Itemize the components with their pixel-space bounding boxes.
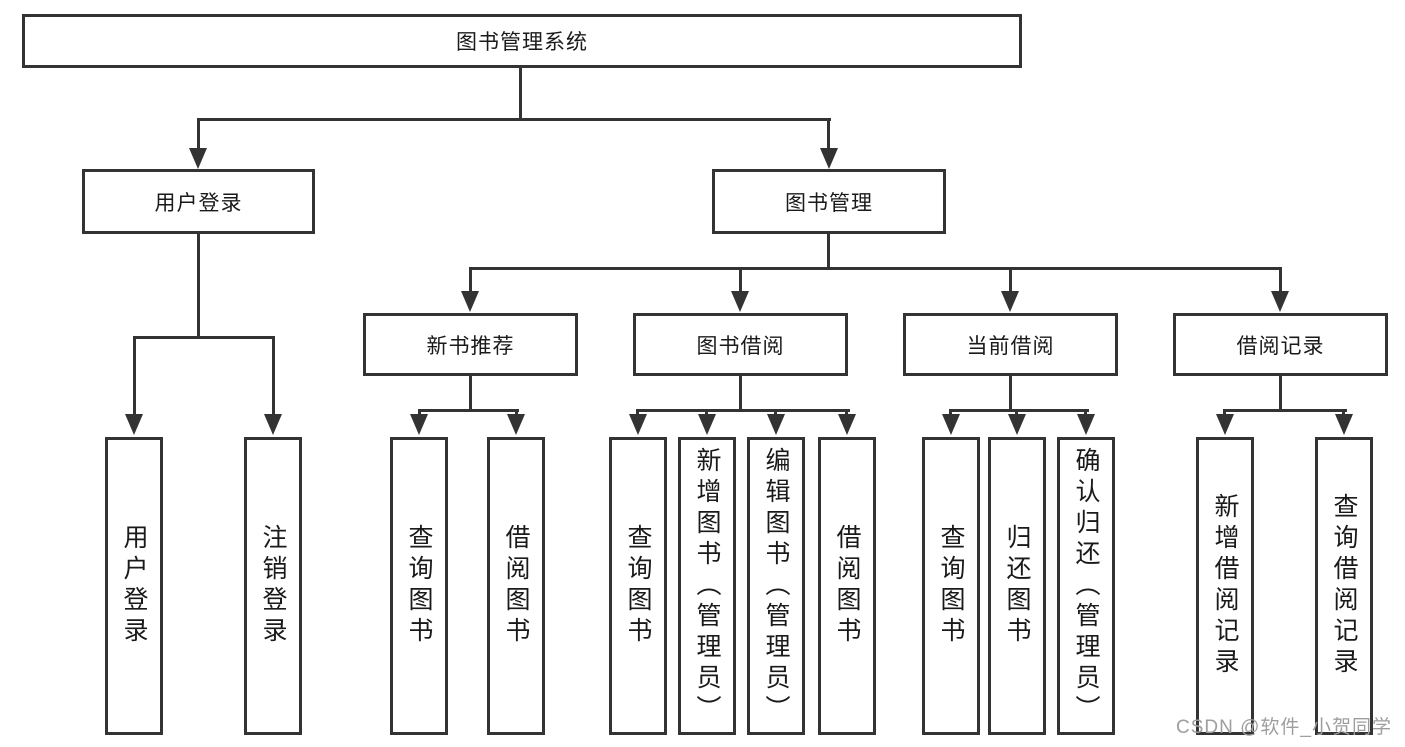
arrow-down-icon bbox=[1216, 414, 1234, 435]
arrow-down-icon bbox=[820, 148, 838, 169]
connector-level3-drop bbox=[469, 267, 472, 293]
node-current-borrow: 当前借阅 bbox=[903, 313, 1118, 376]
node-search-books-borrow: 查询图书 bbox=[609, 437, 667, 735]
leaf-label: 查询图书 bbox=[624, 524, 652, 648]
connector-borrow-record-split bbox=[1223, 409, 1347, 412]
connector-leaf-drop bbox=[272, 336, 275, 416]
arrow-down-icon bbox=[507, 414, 525, 435]
node-borrow-books: 借阅图书 bbox=[818, 437, 876, 735]
connector-leaf-drop bbox=[1342, 409, 1345, 417]
leaf-label: 查询图书 bbox=[937, 524, 965, 648]
connector-leaf-drop bbox=[1015, 409, 1018, 417]
arrow-down-icon bbox=[189, 148, 207, 169]
leaf-label: 新增借阅记录 bbox=[1211, 493, 1239, 679]
leaf-label: 借阅图书 bbox=[833, 524, 861, 648]
connector-user-login-split bbox=[133, 336, 275, 339]
leaf-label: 查询图书 bbox=[405, 524, 433, 648]
node-user-login: 用户登录 bbox=[82, 169, 315, 234]
connector-current-borrow-stem bbox=[1009, 375, 1012, 412]
leaf-label: 查询借阅记录 bbox=[1330, 493, 1358, 679]
connector-book-mgmt-stem bbox=[827, 233, 830, 270]
arrow-down-icon bbox=[942, 414, 960, 435]
arrow-down-icon bbox=[1008, 414, 1026, 435]
arrow-down-icon bbox=[125, 414, 143, 435]
arrow-down-icon bbox=[698, 414, 716, 435]
node-confirm-return-admin: 确认归还（管理员） bbox=[1057, 437, 1115, 735]
node-edit-books-admin: 编辑图书（管理员） bbox=[747, 437, 805, 735]
connector-borrow-record-stem bbox=[1279, 375, 1282, 412]
leaf-label: 确认归还（管理员） bbox=[1072, 446, 1100, 726]
connector-leaf-drop bbox=[845, 409, 848, 417]
node-library-system: 图书管理系统 bbox=[22, 14, 1022, 68]
node-search-books-recommend: 查询图书 bbox=[390, 437, 448, 735]
arrow-down-icon bbox=[767, 414, 785, 435]
connector-current-borrow-split bbox=[949, 409, 1089, 412]
connector-leaf-drop bbox=[515, 409, 518, 417]
connector-book-mgmt-drop bbox=[827, 118, 830, 151]
connector-leaf-drop bbox=[636, 409, 639, 417]
connector-level3-drop bbox=[1009, 267, 1012, 293]
node-user-login-leaf: 用户登录 bbox=[105, 437, 163, 735]
connector-root-stem bbox=[519, 66, 522, 120]
node-borrow-record: 借阅记录 bbox=[1173, 313, 1388, 376]
arrow-down-icon bbox=[1077, 414, 1095, 435]
leaf-label: 借阅图书 bbox=[502, 524, 530, 648]
leaf-label: 用户登录 bbox=[120, 524, 148, 648]
leaf-label: 注销登录 bbox=[259, 524, 287, 648]
connector-new-book-split bbox=[418, 409, 519, 412]
node-add-borrow-record: 新增借阅记录 bbox=[1196, 437, 1254, 735]
connector-leaf-drop bbox=[774, 409, 777, 417]
leaf-label: 编辑图书（管理员） bbox=[762, 446, 790, 726]
connector-root-split bbox=[197, 118, 831, 121]
arrow-down-icon bbox=[1271, 291, 1289, 312]
connector-leaf-drop bbox=[949, 409, 952, 417]
connector-user-login-stem bbox=[197, 233, 200, 339]
connector-level3-drop bbox=[1279, 267, 1282, 293]
csdn-watermark: CSDN @软件_小贺同学 bbox=[1176, 717, 1392, 738]
arrow-down-icon bbox=[1001, 291, 1019, 312]
connector-new-book-stem bbox=[469, 375, 472, 412]
node-book-mgmt: 图书管理 bbox=[712, 169, 946, 234]
connector-book-borrow-stem bbox=[739, 375, 742, 412]
connector-level3-drop bbox=[739, 267, 742, 293]
node-logout: 注销登录 bbox=[244, 437, 302, 735]
connector-leaf-drop bbox=[133, 336, 136, 416]
arrow-down-icon bbox=[731, 291, 749, 312]
leaf-label: 归还图书 bbox=[1003, 524, 1031, 648]
connector-user-login-drop bbox=[197, 118, 200, 151]
arrow-down-icon bbox=[629, 414, 647, 435]
leaf-label: 新增图书（管理员） bbox=[693, 446, 721, 726]
arrow-down-icon bbox=[838, 414, 856, 435]
node-new-book-recommend: 新书推荐 bbox=[363, 313, 578, 376]
node-search-borrow-record: 查询借阅记录 bbox=[1315, 437, 1373, 735]
node-book-borrow: 图书借阅 bbox=[633, 313, 848, 376]
connector-leaf-drop bbox=[418, 409, 421, 417]
connector-leaf-drop bbox=[1223, 409, 1226, 417]
connector-book-borrow-split bbox=[636, 409, 850, 412]
node-return-books: 归还图书 bbox=[988, 437, 1046, 735]
node-add-books-admin: 新增图书（管理员） bbox=[678, 437, 736, 735]
connector-leaf-drop bbox=[1084, 409, 1087, 417]
arrow-down-icon bbox=[410, 414, 428, 435]
arrow-down-icon bbox=[1335, 414, 1353, 435]
node-search-books-current: 查询图书 bbox=[922, 437, 980, 735]
node-borrow-books-recommend: 借阅图书 bbox=[487, 437, 545, 735]
connector-leaf-drop bbox=[705, 409, 708, 417]
arrow-down-icon bbox=[461, 291, 479, 312]
connector-book-mgmt-split bbox=[469, 267, 1282, 270]
arrow-down-icon bbox=[264, 414, 282, 435]
